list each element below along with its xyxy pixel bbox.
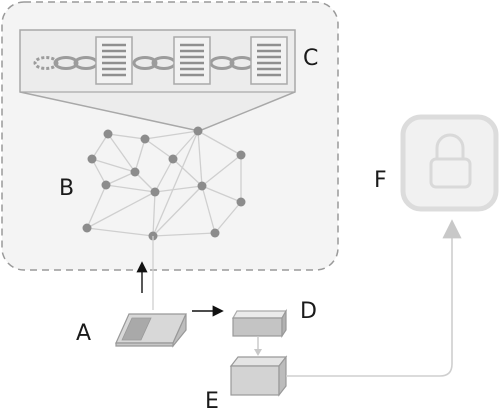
blockchain-icon bbox=[19, 29, 296, 132]
label-c: C bbox=[303, 46, 318, 71]
box-icon bbox=[229, 355, 288, 397]
block-document-icon bbox=[95, 36, 133, 85]
label-e: E bbox=[205, 389, 219, 409]
label-f: F bbox=[374, 168, 387, 193]
label-a: A bbox=[76, 321, 91, 346]
network-mesh-icon bbox=[82, 126, 246, 241]
flat-device-icon bbox=[231, 308, 288, 338]
card-reader-icon bbox=[115, 313, 187, 348]
block-document-icon bbox=[250, 36, 288, 85]
label-b: B bbox=[59, 176, 74, 201]
block-document-icon bbox=[173, 36, 211, 85]
arrow-e-to-f bbox=[286, 219, 462, 377]
lock-icon bbox=[400, 114, 499, 212]
label-d: D bbox=[300, 299, 317, 324]
